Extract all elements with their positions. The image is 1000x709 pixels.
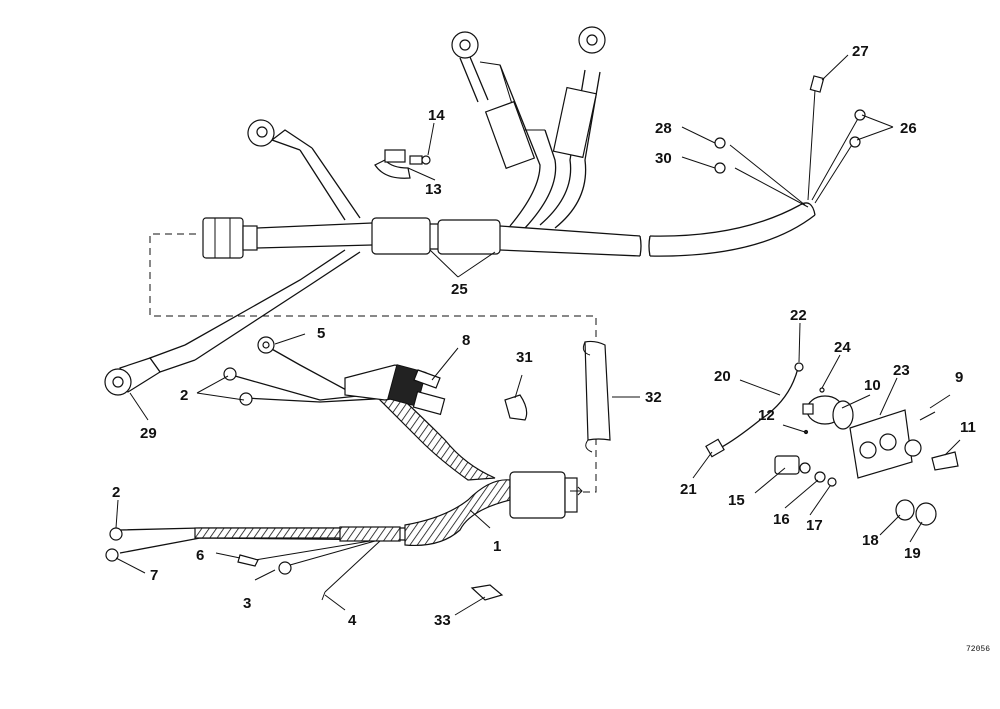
knob-19 bbox=[915, 502, 937, 526]
callout-24: 24 bbox=[834, 339, 851, 356]
connection-dashed-line bbox=[149, 233, 597, 493]
callout-10: 10 bbox=[864, 377, 881, 394]
callout-25: 25 bbox=[451, 281, 468, 298]
leader-lines bbox=[115, 54, 961, 616]
callout-30: 30 bbox=[655, 150, 672, 167]
plug-8 bbox=[413, 369, 441, 389]
callout-labels: 1 2 2 3 4 5 6 7 8 9 10 11 12 13 14 15 16… bbox=[112, 43, 990, 654]
callout-2a: 2 bbox=[180, 387, 188, 404]
clamp-13 bbox=[374, 149, 411, 179]
callout-32: 32 bbox=[645, 389, 662, 406]
callout-4: 4 bbox=[348, 612, 357, 629]
screw-14 bbox=[409, 155, 431, 165]
callout-28: 28 bbox=[655, 120, 672, 137]
switch-15 bbox=[774, 455, 811, 475]
harness-sleeve-left bbox=[371, 217, 431, 255]
callout-21: 21 bbox=[680, 481, 697, 498]
callout-12: 12 bbox=[758, 407, 775, 424]
drawing-code: 72056 bbox=[966, 645, 990, 654]
callout-6: 6 bbox=[196, 547, 204, 564]
callout-19: 19 bbox=[904, 545, 921, 562]
upper-harness bbox=[104, 26, 866, 396]
callout-9: 9 bbox=[955, 369, 963, 386]
harness-sleeve-right bbox=[437, 219, 501, 255]
callout-31: 31 bbox=[516, 349, 533, 366]
upper-harness-plug bbox=[202, 217, 244, 259]
callout-27: 27 bbox=[852, 43, 869, 60]
callout-5: 5 bbox=[317, 325, 325, 342]
callout-7: 7 bbox=[150, 567, 158, 584]
washer-17 bbox=[827, 477, 837, 487]
lower-harness-plug bbox=[509, 471, 566, 519]
callout-33: 33 bbox=[434, 612, 451, 629]
lower-harness bbox=[105, 336, 583, 601]
lead-20 bbox=[705, 362, 804, 458]
washer-18 bbox=[895, 499, 915, 521]
callout-11: 11 bbox=[960, 419, 976, 436]
switch-10 bbox=[802, 395, 854, 430]
callout-2b: 2 bbox=[112, 484, 120, 501]
callout-29: 29 bbox=[140, 425, 157, 442]
clip-33 bbox=[470, 584, 504, 601]
nut-and-key bbox=[904, 439, 959, 471]
plate-23 bbox=[849, 409, 913, 479]
screw-9 bbox=[919, 411, 936, 421]
callout-23: 23 bbox=[893, 362, 910, 379]
callout-1: 1 bbox=[493, 538, 501, 555]
clip-31 bbox=[504, 394, 528, 421]
washer-16 bbox=[814, 471, 826, 483]
callout-13: 13 bbox=[425, 181, 442, 198]
callout-14: 14 bbox=[428, 107, 445, 124]
callout-20: 20 bbox=[714, 368, 731, 385]
callout-16: 16 bbox=[773, 511, 790, 528]
callout-18: 18 bbox=[862, 532, 879, 549]
callout-3: 3 bbox=[243, 595, 251, 612]
callout-8: 8 bbox=[462, 332, 470, 349]
clip-32 bbox=[582, 340, 611, 453]
callout-22: 22 bbox=[790, 307, 807, 324]
callout-17: 17 bbox=[806, 517, 823, 534]
part-24 bbox=[819, 387, 825, 393]
callout-15: 15 bbox=[728, 492, 745, 509]
callout-26: 26 bbox=[900, 120, 917, 137]
